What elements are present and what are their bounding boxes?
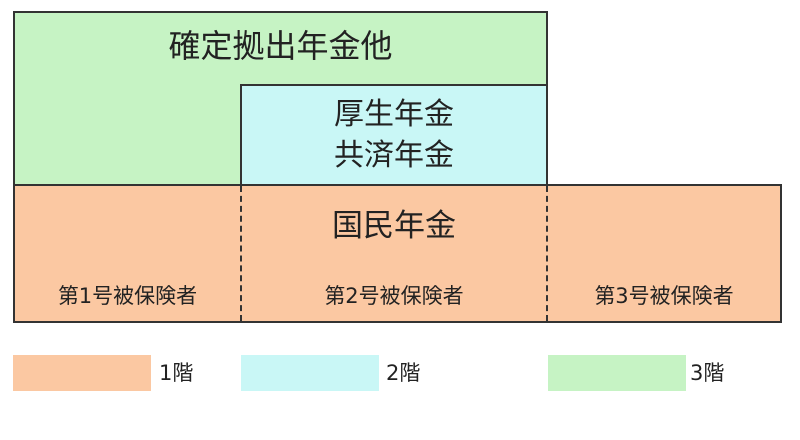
tier2-label-line-2: 共済年金	[334, 138, 454, 173]
tier3-label: 確定拠出年金他	[168, 27, 393, 65]
group-divider-2-3	[546, 186, 548, 321]
insured-group-1: 第1号被保険者	[57, 284, 198, 308]
tier2-label-line-1: 厚生年金	[334, 97, 454, 132]
legend-swatch-3	[548, 355, 686, 391]
legend-swatch-2	[241, 355, 379, 391]
tier1-label: 国民年金	[332, 208, 456, 244]
insured-group-3: 第3号被保険者	[594, 284, 734, 308]
tier2-box	[240, 84, 548, 186]
legend-swatch-1	[13, 355, 151, 391]
tier2-label: 厚生年金 共済年金	[242, 94, 546, 176]
tier1-box	[13, 184, 782, 323]
insured-group-2: 第2号被保険者	[324, 284, 464, 308]
group-divider-1-2	[240, 186, 242, 321]
legend-label-3: 3階	[690, 361, 725, 385]
legend-label-2: 2階	[386, 361, 421, 385]
legend-label-1: 1階	[159, 361, 194, 385]
